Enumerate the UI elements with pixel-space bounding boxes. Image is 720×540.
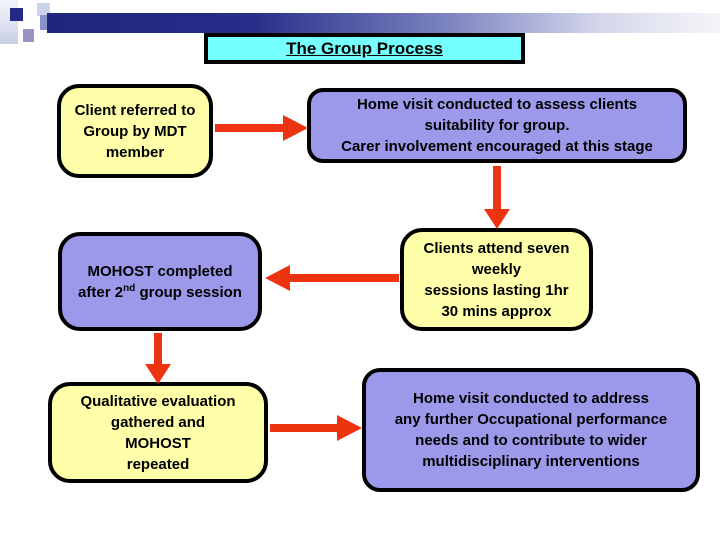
- flow-box-clients-attend: Clients attend seven weekly sessions las…: [400, 228, 593, 331]
- box-text-line: MOHOST completed: [87, 262, 233, 280]
- arrow-down-icon: [484, 166, 510, 229]
- box-text-line: 30 mins approx: [441, 302, 552, 320]
- box-text-line: multidisciplinary interventions: [422, 453, 640, 470]
- box-text-line: repeated: [126, 455, 190, 473]
- box-text-line: Carer involvement encouraged at this sta…: [341, 138, 653, 155]
- arrow-down-icon: [145, 333, 171, 384]
- decor-square: [10, 8, 23, 21]
- box-text-line: sessions lasting 1hr: [424, 281, 569, 299]
- arrow-right-icon: [270, 415, 362, 441]
- header-decor-strip: [0, 0, 18, 44]
- arrow-right-icon: [215, 115, 308, 141]
- box-text-line: suitability for group.: [424, 117, 570, 134]
- box-text-segment: after 2: [78, 283, 124, 301]
- arrow-left-icon: [265, 265, 399, 291]
- arrow-head: [337, 415, 362, 441]
- flow-box-mohost-completed: MOHOST completed after 2nd group session: [58, 232, 262, 331]
- slide-title-text: The Group Process: [286, 38, 443, 58]
- arrow-shaft: [289, 274, 399, 282]
- flow-box-home-visit-assess: Home visit conducted to assess clients s…: [307, 88, 687, 163]
- box-text-line: any further Occupational performance: [394, 411, 668, 428]
- arrow-head: [484, 209, 510, 229]
- arrow-head: [265, 265, 290, 291]
- decor-square: [37, 3, 50, 16]
- flow-box-qualitative-eval: Qualitative evaluation gathered and MOHO…: [48, 382, 268, 483]
- arrow-shaft: [270, 424, 338, 432]
- box-text-line: Client referred to: [74, 101, 196, 119]
- box-text-line: Qualitative evaluation: [80, 392, 236, 410]
- box-text-line: needs and to contribute to wider: [415, 432, 647, 449]
- box-text-line: gathered and: [110, 413, 206, 431]
- slide-title: The Group Process: [204, 33, 525, 64]
- box-text-line: Clients attend seven: [423, 239, 570, 257]
- ordinal-superscript: nd: [123, 282, 136, 294]
- arrow-head: [283, 115, 308, 141]
- arrow-shaft: [154, 333, 162, 366]
- decor-square: [23, 29, 34, 42]
- box-text-line: Group by MDT: [83, 122, 187, 140]
- box-text-line: after 2nd group session: [78, 282, 242, 303]
- box-text-line: MOHOST: [125, 434, 191, 452]
- flow-box-client-referred: Client referred to Group by MDT member: [57, 84, 213, 178]
- box-text-line: Home visit conducted to address: [413, 390, 649, 407]
- flow-box-home-visit-address: Home visit conducted to address any furt…: [362, 368, 700, 492]
- arrow-head: [145, 364, 171, 384]
- box-text-line: member: [105, 143, 165, 161]
- arrow-shaft: [215, 124, 285, 132]
- box-text-line: Home visit conducted to assess clients: [356, 96, 638, 113]
- box-text-segment: group session: [135, 283, 242, 301]
- box-text-line: weekly: [471, 260, 522, 278]
- header-gradient-bar: [47, 13, 720, 33]
- arrow-shaft: [493, 166, 501, 210]
